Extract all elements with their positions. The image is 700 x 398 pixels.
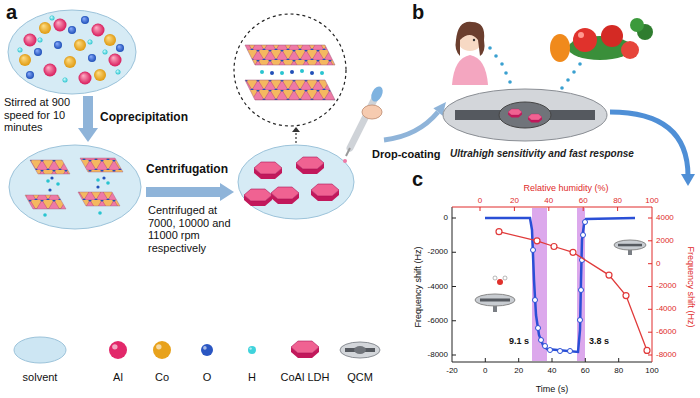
legend-label: O — [203, 371, 212, 384]
tick-label: -4000 — [428, 282, 448, 291]
tick-label: -6000 — [656, 328, 676, 337]
arrow-label: Coprecipitation — [100, 111, 188, 125]
tick-label: 0 — [483, 366, 487, 375]
tick-label: 100 — [645, 196, 658, 205]
legend-label: Al — [113, 371, 123, 384]
tick-label: 20 — [514, 366, 523, 375]
crystal-structure — [234, 14, 346, 126]
tick-label: 100 — [645, 366, 658, 375]
response-chart — [452, 207, 652, 362]
time-annotation: 3.8 s — [589, 336, 609, 346]
zoom-leader — [292, 127, 300, 143]
legend-swatch — [340, 342, 380, 358]
tick-label: 0 — [656, 259, 660, 268]
process-arrow — [146, 183, 234, 201]
legend-label: solvent — [23, 371, 58, 384]
tick-label: 60 — [579, 196, 588, 205]
ldh-layers — [9, 145, 141, 229]
legend-color — [153, 341, 171, 359]
legend-color — [14, 337, 66, 363]
tick-label: 40 — [548, 366, 557, 375]
tick-label: 80 — [613, 196, 622, 205]
inset-sensor — [614, 240, 646, 255]
axis-title: Frequency shift (Hz) — [413, 246, 423, 327]
arrow-label: Centrifugation — [146, 163, 228, 177]
step-note: Centrifuged at 7000, 10000 and 11000 rpm… — [148, 204, 244, 255]
tick-label: 80 — [614, 366, 623, 375]
panel-letter: c — [412, 168, 423, 191]
tick-label: 20 — [510, 196, 519, 205]
tick-label: -2000 — [428, 248, 448, 257]
solvent-ions — [8, 10, 136, 94]
panel-letter: a — [6, 1, 17, 24]
tick-label: -8000 — [656, 350, 676, 359]
tick-label: 2000 — [656, 236, 674, 245]
legend-label: QCM — [347, 371, 373, 384]
legend-color — [248, 346, 256, 354]
caption-note: Ultrahigh sensitivity and fast response — [450, 148, 634, 160]
legend-swatch — [109, 341, 127, 359]
tick-label: -6000 — [428, 316, 448, 325]
tick-label: 0 — [444, 213, 448, 222]
tick-label: 60 — [581, 366, 590, 375]
axis-title: Frequency shift (Hz) — [686, 246, 696, 327]
legend-swatch — [291, 341, 319, 358]
ldh-platelets — [238, 145, 354, 219]
time-annotation: 9.1 s — [509, 336, 529, 346]
legend-swatch — [201, 344, 213, 356]
legend-swatch — [14, 337, 66, 363]
axis-title: Time (s) — [536, 384, 569, 394]
tick-label: -4000 — [656, 305, 676, 314]
legend-swatch — [153, 341, 171, 359]
axis-title: Relative humidity (%) — [523, 183, 608, 193]
tick-label: 0 — [478, 196, 482, 205]
legend-label: H — [248, 371, 256, 384]
legend-color — [109, 341, 127, 359]
legend-color — [201, 344, 213, 356]
process-arrow — [78, 96, 98, 142]
legend-label: CoAl LDH — [281, 371, 330, 384]
tick-label: 4000 — [656, 213, 674, 222]
legend-swatches — [14, 337, 380, 363]
process-arrow — [384, 102, 446, 140]
tick-label: 40 — [544, 196, 553, 205]
vegetables — [550, 18, 653, 90]
step-note: Stirred at 900 speed for 10 minutes — [4, 96, 76, 134]
legend-swatch — [248, 346, 256, 354]
inset-sensor — [475, 276, 515, 312]
person — [452, 22, 512, 85]
qcm-sensor — [443, 89, 607, 141]
tick-label: -20 — [446, 366, 458, 375]
tick-label: -8000 — [428, 350, 448, 359]
tick-label: -2000 — [656, 282, 676, 291]
arrow-label: Drop-coating — [372, 148, 440, 161]
legend-label: Co — [155, 371, 169, 384]
panel-letter: b — [412, 1, 424, 24]
